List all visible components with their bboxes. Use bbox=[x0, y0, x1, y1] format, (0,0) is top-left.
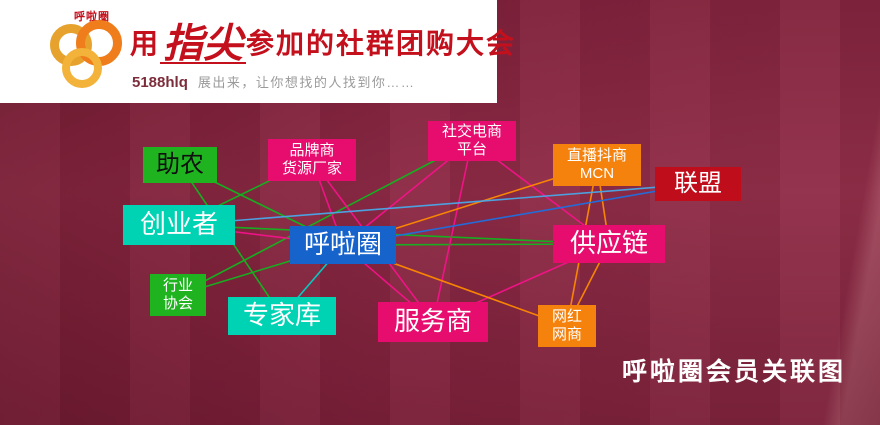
edge-wanghong-gongyinglian bbox=[566, 243, 610, 327]
edge-hulaquan-gongyinglian bbox=[342, 243, 610, 246]
title-pre: 用 bbox=[130, 28, 161, 59]
diagram-caption: 呼啦圈会员关联图 bbox=[621, 358, 846, 386]
title-post: 参加的社群团购大会 bbox=[246, 28, 517, 59]
title-emphasis: 指尖 bbox=[160, 24, 247, 64]
edge-wanghong-hulaquan bbox=[342, 244, 568, 327]
header-title: 用指尖参加的社群团购大会 bbox=[130, 22, 516, 64]
subtitle-text: 展出来，让你想找的人找到你…… bbox=[197, 75, 416, 90]
header-subtitle: 5188hlq 展出来，让你想找的人找到你…… bbox=[132, 72, 415, 92]
edge-hangye-shejiao bbox=[177, 140, 473, 296]
edge-hulaquan-zhibo bbox=[342, 164, 598, 246]
edge-shejiao-fuwushang bbox=[432, 140, 473, 323]
edge-zhibo-gongyinglian bbox=[596, 164, 610, 245]
edge-zhuanjia-hulaquan bbox=[281, 244, 344, 317]
edge-pinpai-fuwushang bbox=[311, 159, 434, 323]
edge-hulaquan-lianmeng bbox=[342, 183, 699, 246]
edge-fuwushang-gongyinglian bbox=[432, 243, 610, 323]
edge-zhibo-wanghong bbox=[566, 164, 598, 327]
logo-ring-icon bbox=[62, 48, 102, 88]
edge-zhunong-zhuanjia bbox=[179, 164, 283, 317]
header-panel: 呼啦圈 用指尖参加的社群团购大会 5188hlq 展出来，让你想找的人找到你…… bbox=[0, 0, 514, 103]
subtitle-code: 5188hlq bbox=[132, 74, 188, 91]
edge-chuangye-lianmeng bbox=[178, 183, 699, 226]
hulaquan-logo: 呼啦圈 bbox=[46, 8, 138, 98]
edge-hulaquan-fuwushang bbox=[342, 244, 434, 323]
edge-chuangye-gongyinglian bbox=[178, 224, 610, 245]
